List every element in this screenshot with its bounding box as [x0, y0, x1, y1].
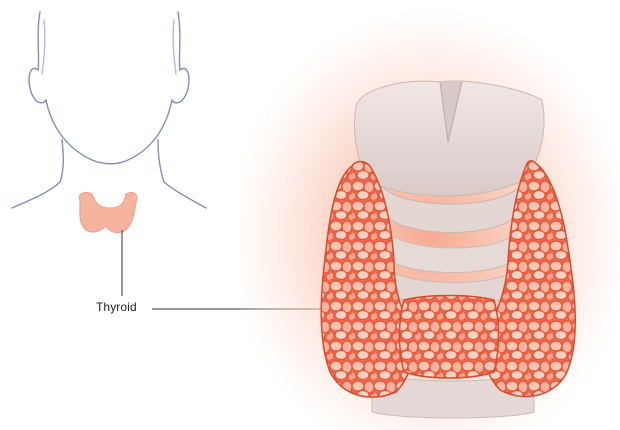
- neck-outline-sketch: [12, 12, 206, 208]
- thyroid-label: Thyroid: [96, 300, 137, 314]
- small-thyroid-shape: [79, 192, 137, 232]
- thyroid-isthmus: [400, 296, 499, 379]
